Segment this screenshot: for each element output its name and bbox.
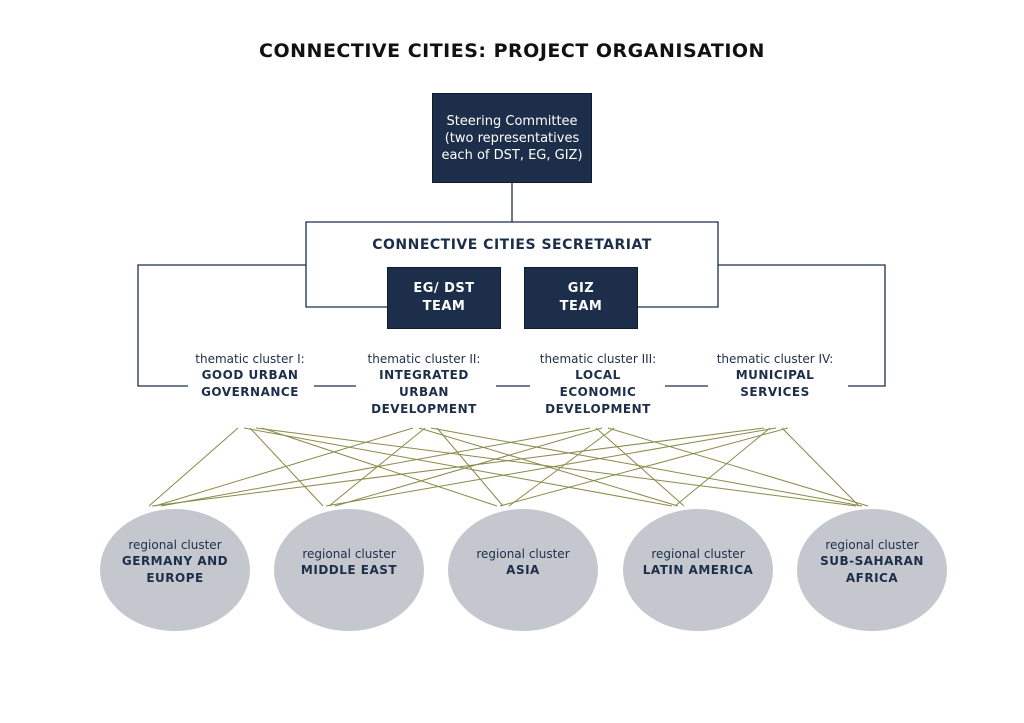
- thematic-cluster-3: thematic cluster III: LOCAL ECONOMIC DEV…: [523, 352, 673, 418]
- thematic-cluster-name: MUNICIPAL: [735, 368, 815, 382]
- regional-cluster-name: ASIA: [506, 562, 540, 577]
- thematic-cluster-name: LOCAL: [575, 368, 621, 382]
- thematic-cluster-label: thematic cluster I:: [195, 352, 305, 366]
- regional-cluster-label: regional cluster: [825, 538, 919, 552]
- thematic-cluster-2: thematic cluster II: INTEGRATED URBAN DE…: [349, 352, 499, 418]
- giz-team-box: GIZ TEAM: [524, 267, 638, 329]
- regional-cluster-3: regional cluster ASIA: [448, 509, 598, 631]
- mesh-link: [255, 427, 857, 507]
- regional-cluster-name: MIDDLE EAST: [300, 562, 398, 577]
- regional-cluster-label: regional cluster: [476, 546, 570, 561]
- steering-line-1: Steering Committee: [446, 113, 578, 129]
- egdst-team-line-2: TEAM: [422, 299, 466, 314]
- thematic-cluster-name: DEVELOPMENT: [545, 402, 651, 416]
- mesh-link: [160, 427, 591, 507]
- mesh-link: [325, 427, 777, 507]
- thematic-cluster-name: ECONOMIC: [559, 385, 637, 399]
- regional-cluster-4: regional cluster LATIN AMERICA: [623, 509, 773, 631]
- regional-cluster-name: SUB-SAHARAN: [820, 554, 924, 568]
- cluster-mesh: [148, 427, 869, 507]
- mesh-link: [607, 427, 869, 507]
- thematic-cluster-label: thematic cluster III:: [539, 352, 657, 366]
- thematic-cluster-name: SERVICES: [740, 385, 810, 399]
- regional-cluster-name: AFRICA: [845, 571, 899, 585]
- mesh-link: [154, 427, 414, 507]
- secretariat-frame: [305, 221, 719, 308]
- mesh-link: [249, 427, 324, 507]
- regional-cluster-1: regional cluster GERMANY AND EUROPE: [100, 509, 250, 631]
- page-title: CONNECTIVE CITIES: PROJECT ORGANISATION: [259, 40, 765, 62]
- regional-cluster-name: EUROPE: [146, 571, 204, 585]
- mesh-link: [430, 427, 863, 507]
- mesh-link: [334, 427, 603, 507]
- regional-cluster-label: regional cluster: [651, 546, 745, 561]
- mesh-link: [148, 427, 239, 507]
- mesh-link: [151, 427, 765, 507]
- mesh-link: [674, 427, 771, 507]
- giz-team-line-1: GIZ: [567, 281, 595, 296]
- egdst-team-box: EG/ DST TEAM: [387, 267, 501, 329]
- thematic-cluster-name: DEVELOPMENT: [371, 402, 477, 416]
- thematic-cluster-1: thematic cluster I: GOOD URBAN GOVERNANC…: [175, 352, 325, 401]
- thematic-cluster-name: URBAN: [399, 385, 449, 399]
- regional-cluster-label: regional cluster: [128, 538, 222, 552]
- steering-line-3: each of DST, EG, GIZ): [441, 147, 583, 163]
- thematic-cluster-label: thematic cluster IV:: [716, 352, 834, 366]
- thematic-cluster-label: thematic cluster II:: [367, 352, 481, 366]
- thematic-cluster-name: INTEGRATED: [379, 368, 469, 382]
- regional-cluster-2: regional cluster MIDDLE EAST: [274, 509, 424, 631]
- regional-cluster-name: GERMANY AND: [121, 554, 229, 568]
- regional-cluster-label: regional cluster: [302, 546, 396, 561]
- mesh-link: [508, 427, 615, 507]
- mesh-link: [499, 427, 789, 507]
- thematic-cluster-name: GOVERNANCE: [201, 385, 299, 399]
- giz-team-line-2: TEAM: [559, 299, 603, 314]
- secretariat-title: CONNECTIVE CITIES SECRETARIAT: [372, 237, 652, 253]
- left-bracket: [137, 264, 306, 387]
- steering-committee-box: Steering Committee (two representatives …: [432, 93, 592, 183]
- mesh-link: [595, 427, 685, 507]
- mesh-link: [261, 427, 498, 507]
- thematic-cluster-name: GOOD URBAN: [201, 368, 299, 382]
- steering-line-2: (two representatives: [444, 130, 580, 146]
- mesh-link: [781, 427, 860, 507]
- right-bracket: [718, 264, 886, 387]
- regional-cluster-name: LATIN AMERICA: [642, 562, 754, 577]
- regional-cluster-5: regional cluster SUB-SAHARAN AFRICA: [797, 509, 947, 631]
- thematic-cluster-4: thematic cluster IV: MUNICIPAL SERVICES: [700, 352, 850, 401]
- egdst-team-line-1: EG/ DST: [413, 281, 475, 296]
